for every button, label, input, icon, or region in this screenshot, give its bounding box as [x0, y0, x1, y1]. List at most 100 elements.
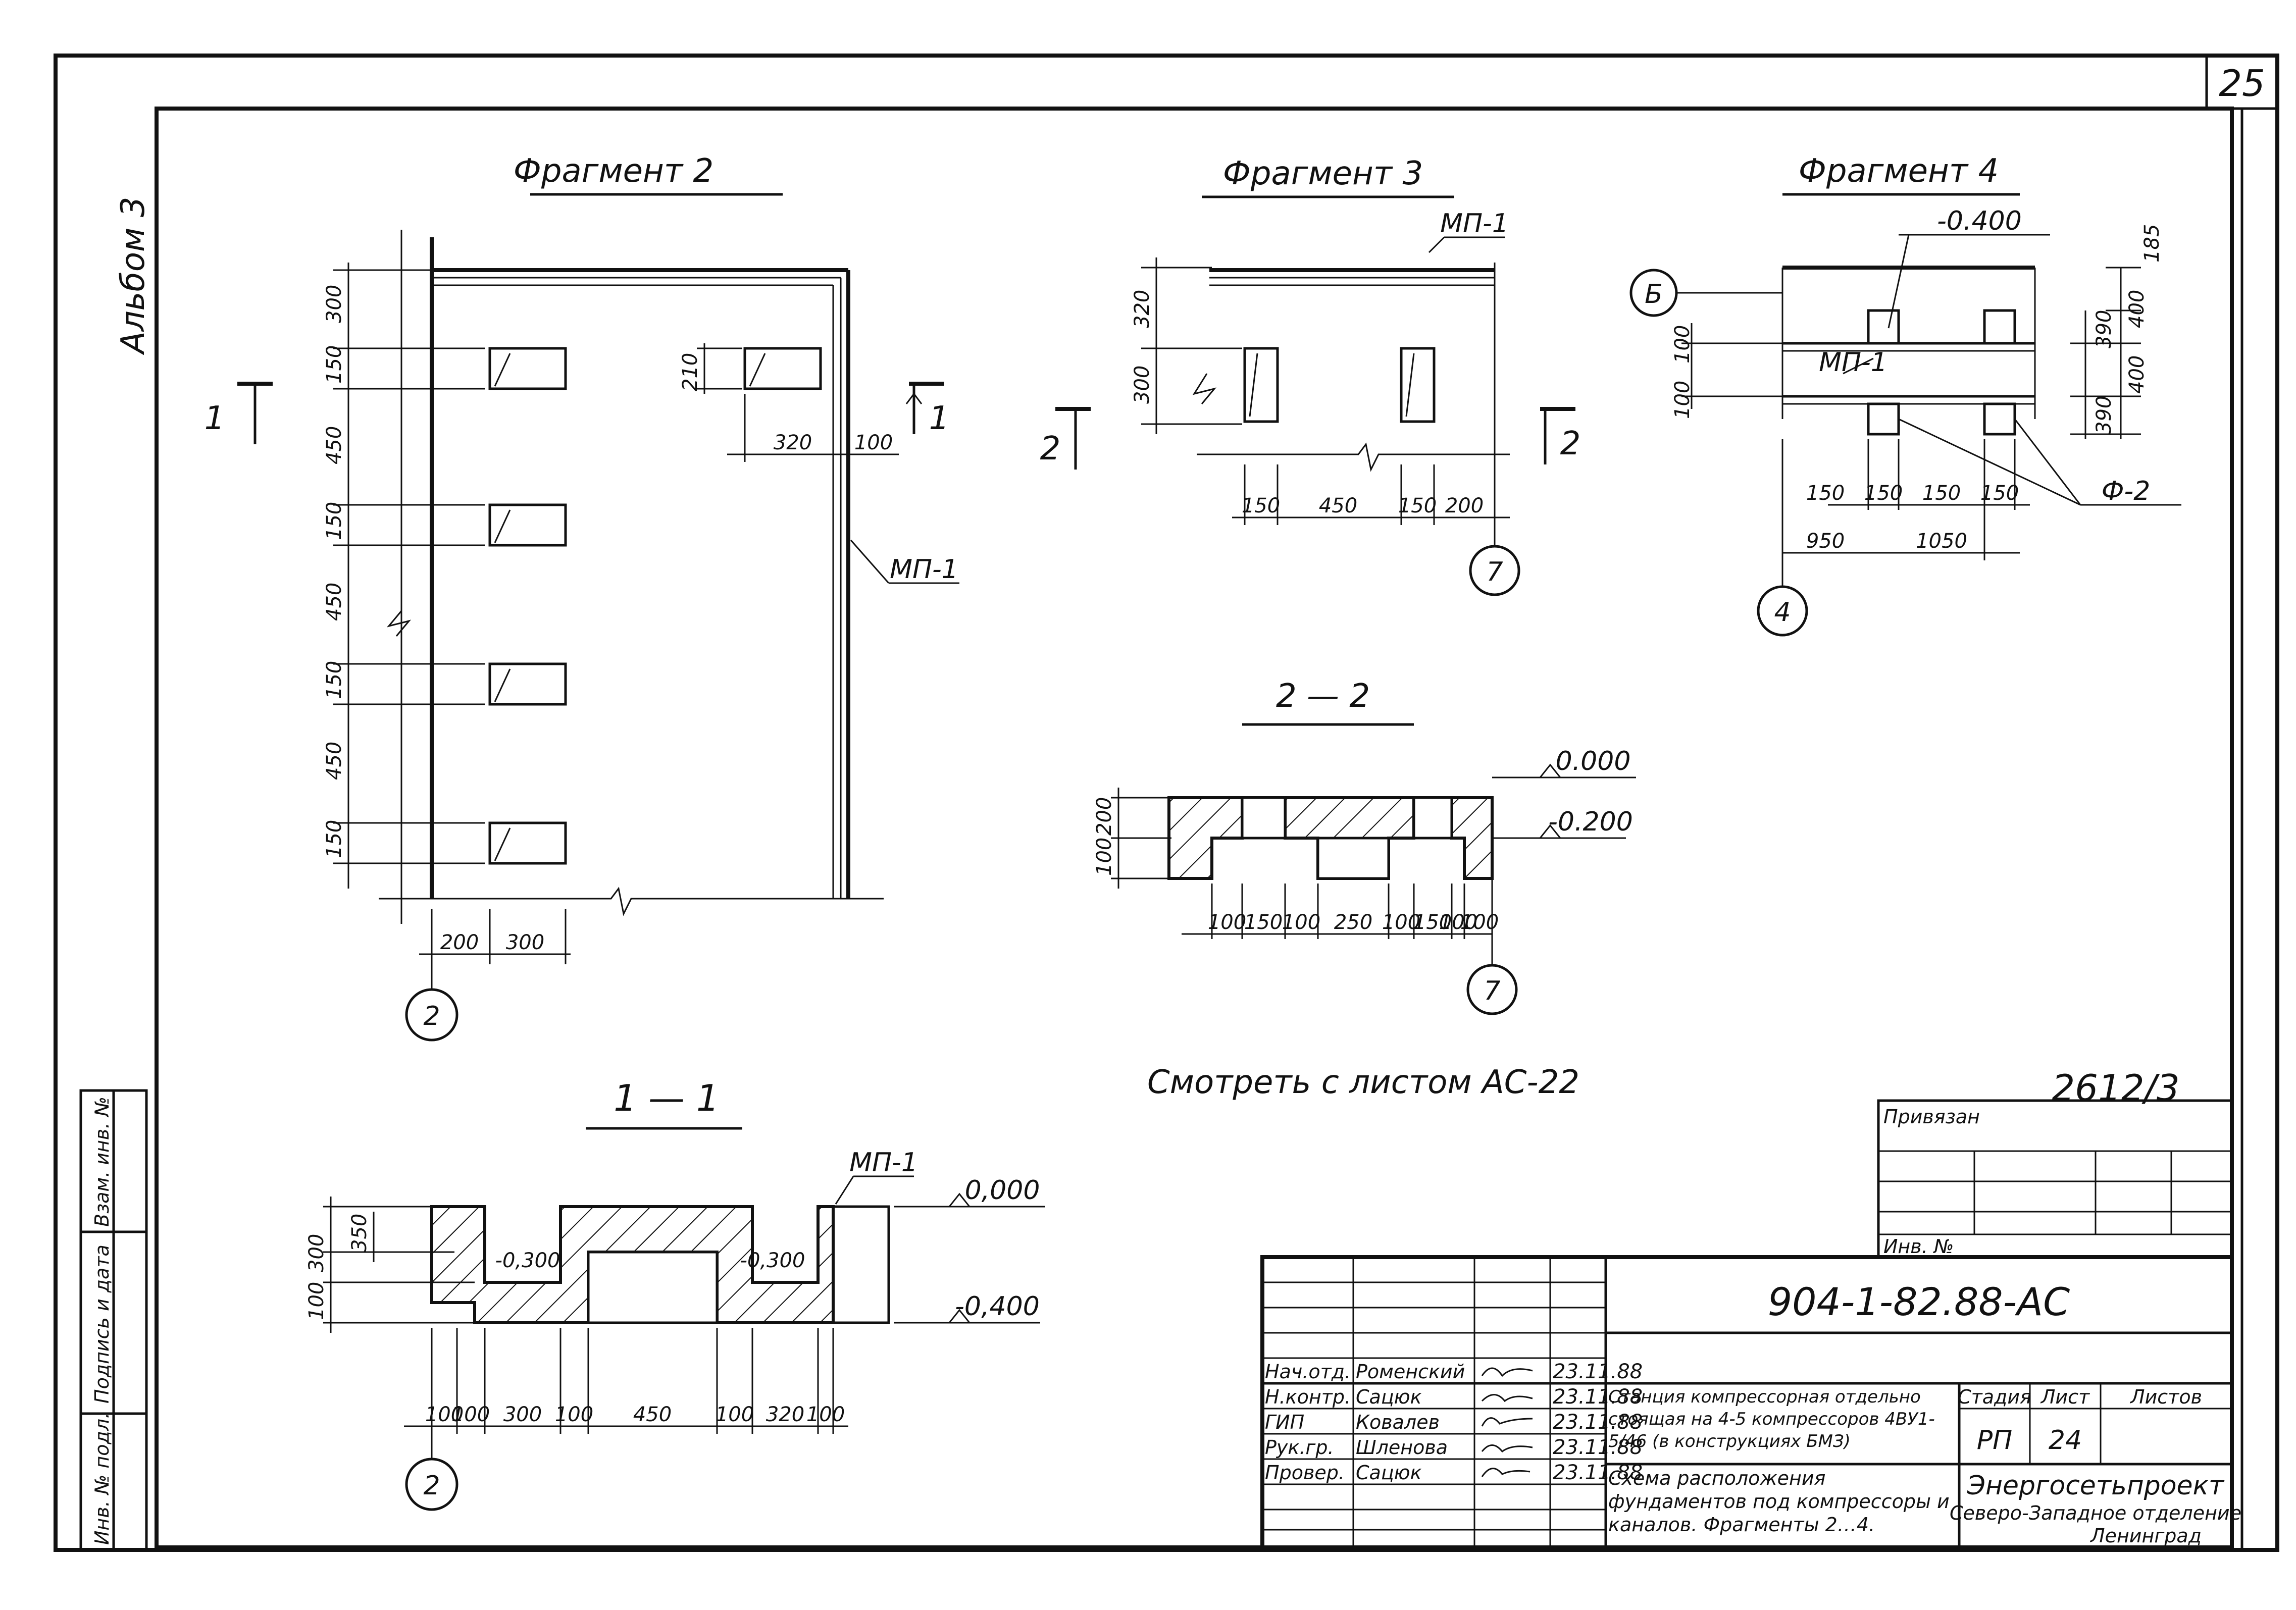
s11-dim-b7: 100: [806, 1403, 845, 1426]
s22-dim-left1: 200: [1093, 797, 1116, 836]
name-4: Сацюк: [1356, 1462, 1422, 1484]
name-2: Ковалев: [1356, 1411, 1440, 1433]
f2-section-mark-right: 1: [929, 400, 950, 437]
f2-dim-320-100: [727, 394, 899, 462]
f4-dim-b4: 950: [1806, 530, 1845, 553]
f3-axis-label: 7: [1486, 557, 1503, 587]
signatures: [1481, 1367, 1533, 1477]
role-0: Нач.отд.: [1265, 1361, 1351, 1383]
date-4: 23.11.88: [1553, 1461, 1643, 1484]
fragment-2: Фрагмент 2: [333, 152, 884, 924]
f4-f2-label: Ф-2: [2102, 476, 2151, 506]
org-name: Энергосетьпроект: [1967, 1471, 2225, 1501]
s11-dim-left0: 300: [305, 1234, 328, 1272]
f4-dim-b5: 1050: [1916, 530, 1967, 553]
fragment-2-title: Фрагмент 2: [514, 152, 713, 190]
date-3: 23.11.88: [1553, 1436, 1643, 1459]
f4-level: -0.400: [1937, 206, 2022, 236]
f3-section-mark-left: 2: [1040, 430, 1061, 468]
f2-dim-v2: 450: [323, 426, 346, 464]
handwritten-ref: 2612/3: [2052, 1067, 2179, 1109]
fragment-4-title: Фрагмент 4: [1799, 152, 1999, 190]
f4-dim-b0: 150: [1806, 482, 1845, 505]
f3-dim-b3: 200: [1445, 494, 1484, 517]
sheet-title: Схема расположения фундаментов под компр…: [1608, 1467, 1950, 1536]
s22-dim-b0: 100: [1208, 911, 1246, 934]
strip-label-replace: Взам. инв. №: [91, 1097, 113, 1227]
f2-section-mark-left: 1: [205, 400, 225, 437]
role-1: Н.контр.: [1265, 1386, 1351, 1408]
s11-axis-label: 2: [423, 1471, 440, 1501]
f2-dim-100: 100: [854, 431, 893, 454]
section-2-2: 2 — 2: [1111, 678, 1636, 1015]
s11-level-top: 0,000: [965, 1175, 1040, 1206]
f2-dim-210: [697, 343, 742, 394]
strip-label-inv: Инв. № подл.: [91, 1413, 113, 1545]
f2-axis-label: 2: [423, 1001, 440, 1031]
s22-dim-b6: 100: [1439, 911, 1477, 934]
f2-dim-v5: 150: [323, 661, 346, 699]
f3-dim-b2: 150: [1398, 494, 1437, 517]
sheet-value: 24: [2049, 1425, 2082, 1456]
date-0: 23.11.88: [1553, 1360, 1643, 1383]
s11-inner-level-left: -0,300: [495, 1249, 560, 1272]
name-3: Шленова: [1356, 1436, 1448, 1459]
f4-dim-r2: 390: [2093, 310, 2116, 348]
sheets-header: Листов: [2129, 1386, 2202, 1408]
f3-dim-v1: 300: [1131, 366, 1154, 404]
f4-dim-r4: 390: [2093, 396, 2116, 434]
s11-dim-b5: 100: [716, 1403, 754, 1426]
section-1-1: 1 — 1: [323, 1077, 1045, 1511]
date-1: 23.11.88: [1553, 1385, 1643, 1409]
s22-level-low: -0.200: [1548, 807, 1633, 837]
title-block: [1260, 1255, 2234, 1552]
f4-dim-b3: 150: [1980, 482, 2019, 505]
s22-dim-b2: 100: [1282, 911, 1320, 934]
s11-dim-b2: 300: [503, 1403, 542, 1426]
s22-axis-label: 7: [1484, 976, 1500, 1006]
strip-label-sign: Подпись и дата: [91, 1244, 113, 1404]
f3-dim-b0: 150: [1242, 494, 1280, 517]
f4-dim-r3: 400: [2125, 355, 2149, 394]
document-code: 904-1-82.88-АС: [1768, 1279, 2070, 1324]
cross-reference-note: Смотреть с листом АС-22: [1147, 1064, 1579, 1101]
section-1-1-title: 1 — 1: [614, 1077, 719, 1119]
f4-mp1-label: МП-1: [1819, 347, 1887, 378]
sheet-number: 25: [2219, 62, 2265, 105]
s22-dim-b3: 250: [1334, 911, 1372, 934]
f3-dim-b1: 450: [1319, 494, 1357, 517]
date-2: 23.11.88: [1553, 1411, 1643, 1434]
s22-dim-b1: 150: [1244, 911, 1283, 934]
fragment-3-title: Фрагмент 3: [1223, 155, 1423, 192]
f3-section-mark-right: 2: [1560, 425, 1581, 462]
s22-dim-b5: 150: [1413, 911, 1452, 934]
f2-dim-b1: 300: [506, 931, 544, 954]
f2-section-marks: [237, 382, 944, 444]
org-branch: Северо-Западное отделение: [1950, 1502, 2241, 1524]
s22-dim-b7: 100: [1460, 911, 1499, 934]
stage-header: Стадия: [1958, 1386, 2031, 1408]
role-2: ГИП: [1265, 1411, 1304, 1433]
f4-dim-left0: 100: [1671, 325, 1694, 363]
f2-mp1-leader: [850, 540, 959, 584]
f4-axis-top: Б: [1645, 279, 1663, 309]
f2-mp1-label: МП-1: [890, 554, 958, 585]
s11-dim-b3: 100: [555, 1403, 593, 1426]
f2-dim-v0: 300: [323, 285, 346, 323]
f2-dim-v4: 450: [323, 583, 346, 621]
sheet-frame: [54, 54, 2279, 1552]
s11-level-low: -0,400: [955, 1291, 1040, 1322]
s11-dim-b1: 100: [451, 1403, 490, 1426]
s22-dim-b4: 100: [1382, 911, 1420, 934]
s11-dim-b0: 100: [425, 1403, 464, 1426]
name-0: Роменский: [1356, 1361, 1465, 1383]
f2-axis-marker: [405, 914, 458, 1042]
f4-dim-left1: 100: [1671, 381, 1694, 419]
s11-mp1-label: МП-1: [849, 1148, 918, 1178]
s22-dim-left0: 100: [1093, 838, 1116, 876]
f3-mp1-label: МП-1: [1440, 209, 1509, 239]
f4-dim-r1: 400: [2125, 290, 2149, 328]
f2-dim-320: 320: [774, 431, 812, 454]
s11-dim-b4: 450: [633, 1403, 672, 1426]
